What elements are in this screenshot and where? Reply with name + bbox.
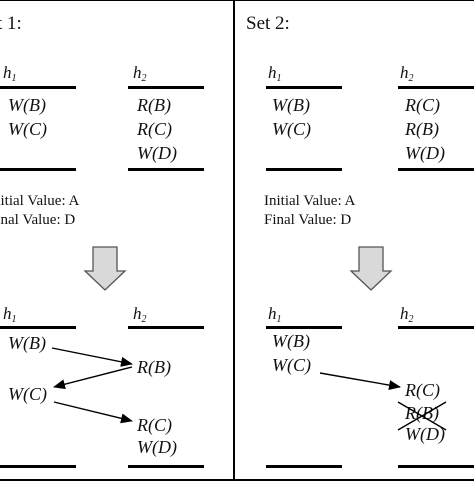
set2-bottom-h2-header-line: [398, 326, 474, 329]
set2-bottom-h2-op: W(D): [405, 424, 445, 444]
set2-top-h2-header-line: [398, 86, 474, 89]
set2-top-h2-footer-line: [398, 168, 474, 171]
set1-top-h2-op: R(B): [137, 95, 171, 115]
set1-top-h2-op: R(C): [137, 119, 172, 139]
set1-bottom-h2-op: W(D): [137, 437, 177, 457]
set2-top-h2-op: R(C): [405, 95, 440, 115]
set1-top-h1-op: W(B): [8, 95, 46, 115]
set1-bottom-h1-op: W(C): [8, 384, 47, 404]
set2-bottom-h1-header-line: [266, 326, 342, 329]
set1-title: Set 1:: [0, 13, 22, 34]
set1-bottom-h1-label: h1: [3, 304, 17, 325]
set2-title: Set 2:: [246, 13, 290, 34]
set1-top-h1-header-line: [0, 86, 76, 89]
panel-divider: [233, 0, 235, 481]
set2-bottom-h1-label: h1: [268, 304, 282, 325]
set1-bottom-h2-op: R(C): [137, 415, 172, 435]
set2-top-h1-footer-line: [266, 168, 342, 171]
set2-top-h1-label: h1: [268, 63, 282, 84]
set1-arrow-wc-to-rc: [53, 401, 133, 424]
set2-top-h2-label: h2: [400, 63, 414, 84]
set2-bottom-h1-footer-line: [266, 465, 342, 468]
set2-top-h2-op: W(D): [405, 143, 445, 163]
set1-bottom-h2-footer-line: [128, 465, 204, 468]
set1-top-h2-header-line: [128, 86, 204, 89]
set1-bottom-h2-header-line: [128, 326, 204, 329]
set2-final-value: Final Value: D: [264, 212, 352, 228]
frame-top-border: [0, 0, 474, 1]
set2-top-h1-op: W(B): [272, 95, 310, 115]
set1-bottom-h2-label: h2: [133, 304, 147, 325]
set1-top-h1-label: h1: [3, 63, 17, 84]
set1-bottom-h1-header-line: [0, 326, 76, 329]
frame-bottom-border: [0, 479, 474, 481]
set1-final-value: Final Value: D: [0, 212, 76, 228]
set1-bottom-h2-op: R(B): [137, 357, 171, 377]
set2-initial-value: Initial Value: A: [264, 193, 356, 209]
set2-bottom-h2-struck-op: R(B): [405, 403, 439, 423]
set1-bottom-h1-footer-line: [0, 465, 76, 468]
set2-bottom-h2-footer-line: [398, 465, 474, 468]
set2-strike-out-mark: [397, 401, 447, 431]
set2-top-h2-op: R(B): [405, 119, 439, 139]
set1-transform-down-arrow: [83, 246, 127, 291]
set2-transform-down-arrow: [349, 246, 393, 291]
set2-bottom-h1-op: W(C): [272, 355, 311, 375]
set1-top-h1-op: W(C): [8, 119, 47, 139]
set2-top-h1-op: W(C): [272, 119, 311, 139]
set2-bottom-h2-label: h2: [400, 304, 414, 325]
set1-top-h1-footer-line: [0, 168, 76, 171]
set1-top-h2-footer-line: [128, 168, 204, 171]
set2-top-h1-header-line: [266, 86, 342, 89]
set1-top-h2-label: h2: [133, 63, 147, 84]
set1-top-h2-op: W(D): [137, 143, 177, 163]
set2-arrow-wc-to-rc: [319, 372, 401, 391]
set2-bottom-h1-op: W(B): [272, 331, 310, 351]
set1-arrow-wb-to-rb: [51, 347, 133, 367]
set1-bottom-h1-op: W(B): [8, 333, 46, 353]
set1-arrow-rb-to-wc: [53, 366, 133, 390]
set1-initial-value: Initial Value: A: [0, 193, 80, 209]
set2-bottom-h2-op: R(C): [405, 380, 440, 400]
